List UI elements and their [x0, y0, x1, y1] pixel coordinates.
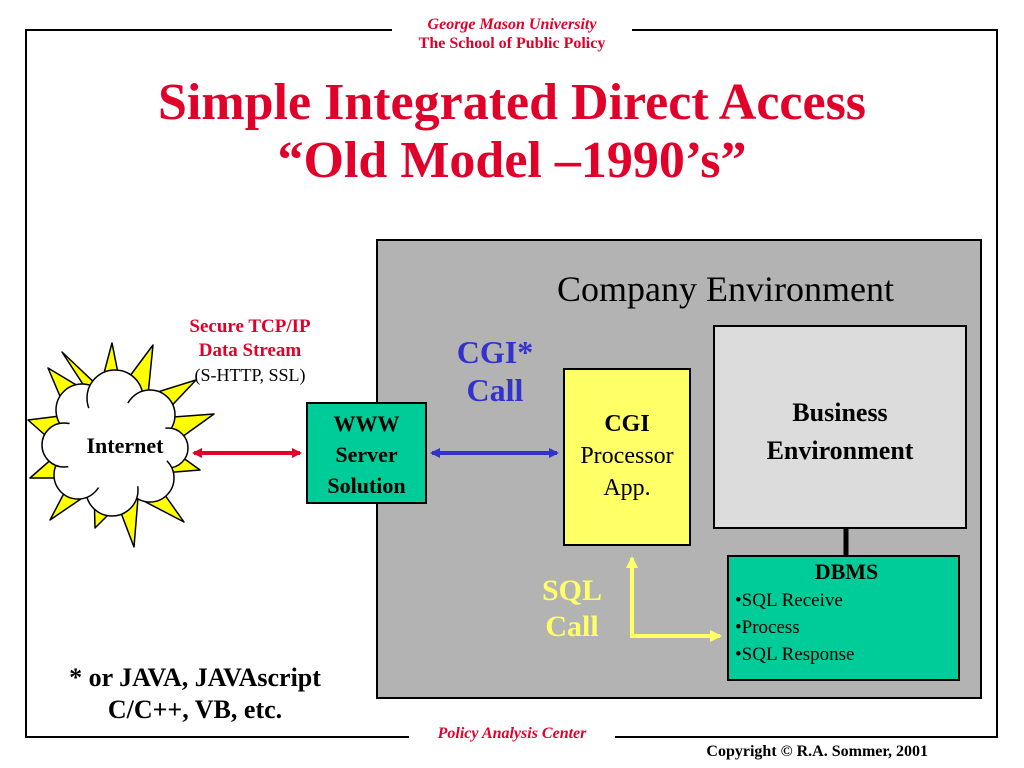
www-line-3: Solution	[327, 473, 406, 498]
dbms-item: •SQL Response	[735, 644, 855, 665]
company-environment-label: Company Environment	[557, 269, 894, 309]
sql-call-arrow	[626, 556, 722, 642]
cgi-line-3: App.	[603, 475, 651, 501]
footnote-line-2: C/C++, VB, etc.	[107, 695, 283, 724]
university-name: George Mason University	[427, 16, 597, 33]
sql-call-line-2: Call	[545, 610, 599, 643]
www-line-1: WWW	[333, 411, 400, 436]
business-line-2: Environment	[766, 436, 914, 465]
dbms-title: DBMS	[814, 559, 879, 584]
business-environment-box: Business Environment	[713, 325, 967, 529]
copyright-notice: Copyright © R.A. Sommer, 2001	[706, 743, 928, 760]
cgi-call-line-1: CGI*	[456, 334, 534, 370]
cgi-line-1: CGI	[604, 411, 650, 437]
internet-label: Internet	[86, 433, 164, 458]
cgi-call-label: CGI* Call	[440, 333, 550, 409]
footnote: * or JAVA, JAVAscript C/C++, VB, etc.	[40, 662, 350, 726]
cgi-line-2: Processor	[580, 443, 674, 469]
header-institution: George Mason University The School of Pu…	[392, 15, 632, 53]
footer-center: Policy Analysis Center	[409, 724, 615, 743]
secure-line-3: (S-HTTP, SSL)	[194, 365, 306, 385]
sql-call-line-1: SQL	[541, 574, 603, 607]
business-line-1: Business	[792, 398, 888, 427]
footnote-line-1: * or JAVA, JAVAscript	[69, 663, 321, 692]
cgi-call-line-2: Call	[466, 372, 524, 408]
dbms-item: •SQL Receive	[735, 590, 843, 611]
dbms-box: DBMS •SQL Receive •Process •SQL Response	[727, 555, 960, 681]
secure-line-1: Secure TCP/IP	[189, 316, 311, 337]
title-line-2: “Old Model –1990’s”	[277, 132, 747, 189]
www-line-2: Server	[335, 442, 398, 467]
dbms-item: •Process	[735, 617, 800, 638]
slide-title: Simple Integrated Direct Access “Old Mod…	[30, 74, 994, 190]
sql-call-label: SQL Call	[520, 573, 624, 645]
secure-stream-label: Secure TCP/IP Data Stream (S-HTTP, SSL)	[160, 315, 340, 387]
secure-line-2: Data Stream	[198, 340, 302, 361]
internet-cloud-icon	[41, 369, 189, 517]
title-line-1: Simple Integrated Direct Access	[157, 74, 867, 131]
www-server-box: WWW Server Solution	[306, 402, 427, 504]
school-name: The School of Public Policy	[418, 35, 606, 52]
cgi-processor-box: CGI Processor App.	[563, 368, 691, 546]
